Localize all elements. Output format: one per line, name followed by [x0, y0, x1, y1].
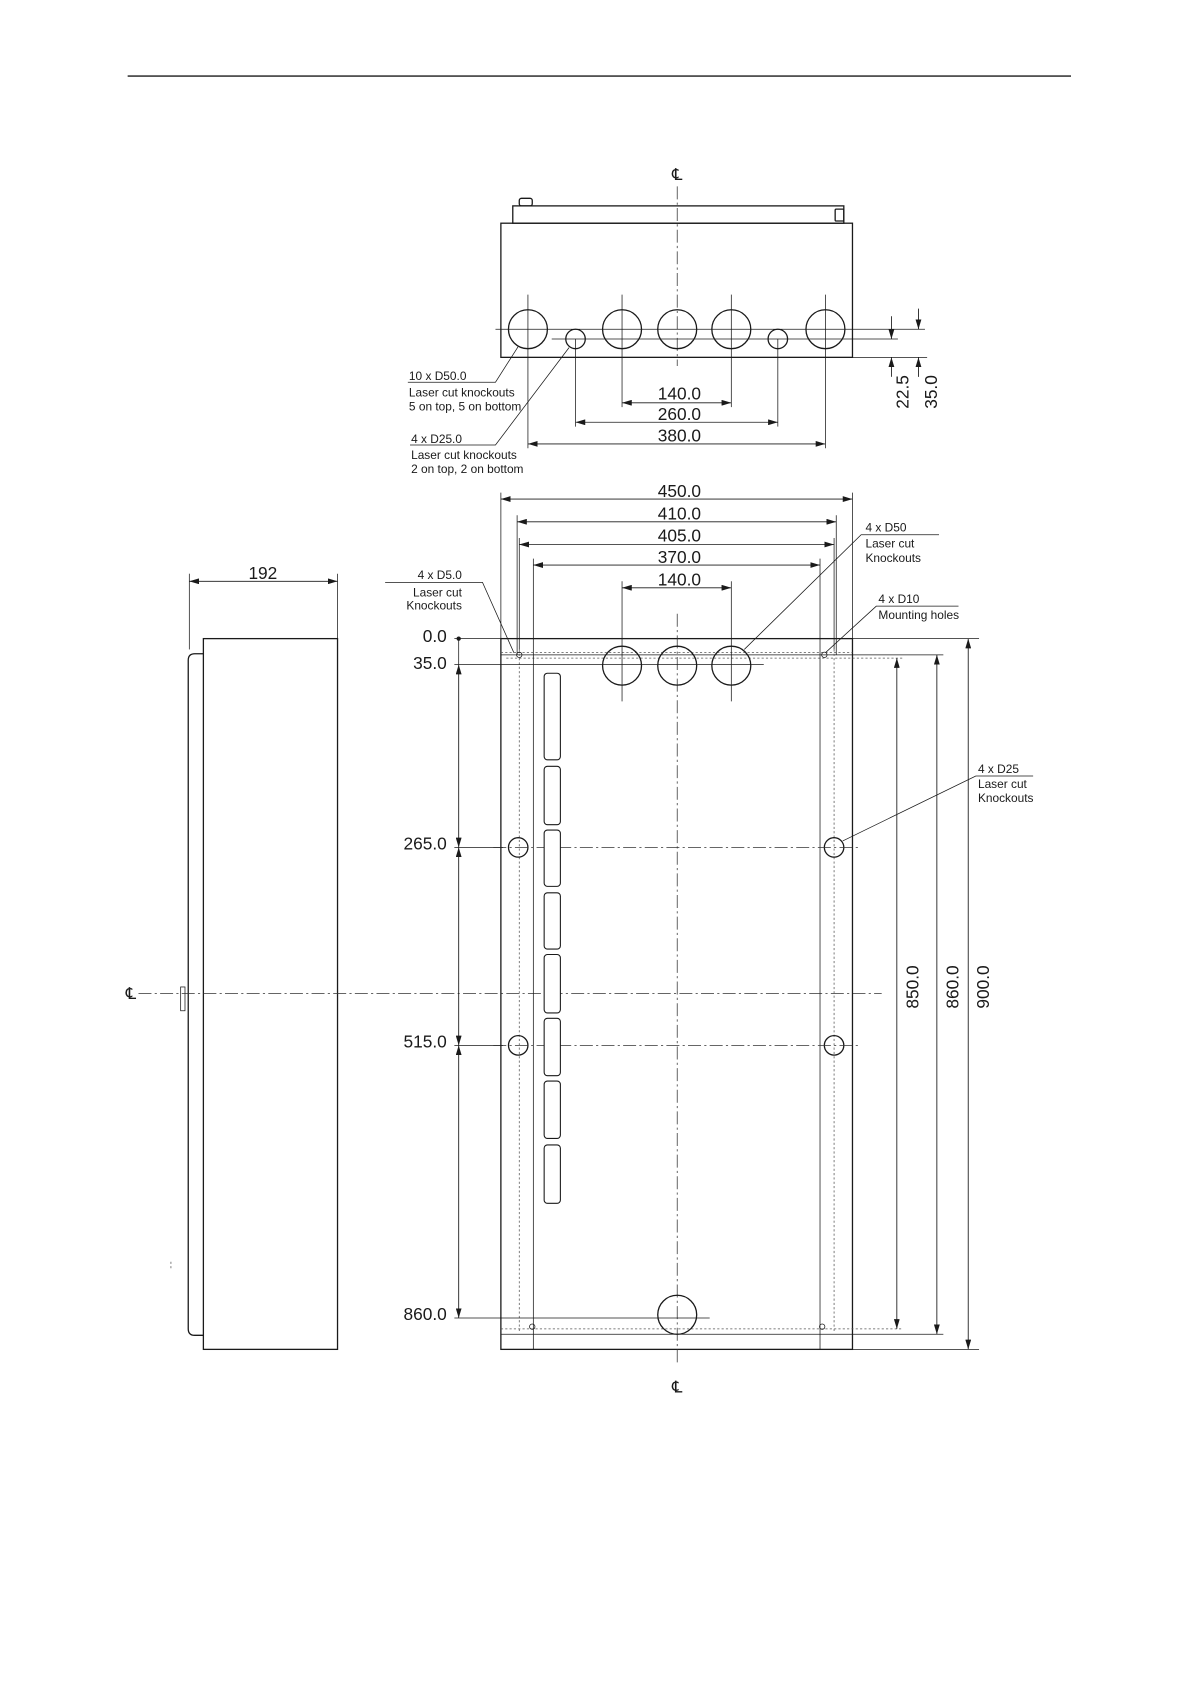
dimension-label-850: 850.0 [902, 965, 922, 1008]
door-side-profile [187, 653, 204, 1336]
centerline-symbol-top: ℄ [671, 165, 683, 184]
ordinate-label-860: 860.0 [403, 1304, 446, 1324]
enclosure-front-body [500, 637, 854, 1351]
knockout-d50-bottom [657, 1294, 698, 1335]
dimension-label-35: 35.0 [921, 375, 941, 409]
ordinate-label-0: 0.0 [423, 626, 447, 646]
lid-top [512, 205, 845, 224]
ordinate-label-35: 35.0 [413, 653, 447, 673]
callout-title: 10 x D50.0 [409, 369, 467, 383]
knockout-d50 [657, 645, 698, 686]
leader-line [410, 347, 570, 446]
dimension-label-405: 405.0 [658, 525, 701, 545]
knockout-d50 [657, 309, 698, 350]
rail-slots [543, 672, 561, 1204]
callout-title: 4 x D50 [865, 521, 906, 535]
rail-slot [543, 1017, 561, 1077]
centerline-symbol-bottom: ℄ [671, 1378, 683, 1397]
dimension-label-450: 450.0 [658, 481, 701, 501]
top-view: ℄ 140.0 260.0 380.0 22.5 35.0 [407, 165, 941, 476]
leader-line [842, 775, 1034, 842]
callout-text: Knockouts [406, 598, 462, 612]
dimension-label-860: 860.0 [942, 965, 962, 1008]
callout-d10-mounting-holes: 4 x D10 Mounting holes [825, 592, 959, 653]
callout-text: Laser cut [978, 777, 1028, 791]
dimension-label-410: 410.0 [658, 504, 701, 524]
leader-line [407, 346, 519, 383]
mounting-hole-d10 [529, 1323, 536, 1330]
centerline-symbol-left: ℄ [125, 984, 137, 1003]
dimension-label-900: 900.0 [973, 965, 993, 1008]
callout-title: 4 x D25 [978, 762, 1019, 776]
dimension-label-depth: 192 [248, 563, 277, 583]
rail-slot [543, 1080, 561, 1139]
callout-text: Laser cut [413, 585, 463, 599]
front-view: ℄ 450.0 410.0 405.0 370.0 140.0 [385, 481, 1034, 1397]
dimension-label-22-5: 22.5 [893, 375, 913, 409]
dimension-label-380: 380.0 [658, 426, 701, 446]
callout-d50-knockouts: 4 x D50 Laser cut Knockouts [744, 521, 940, 650]
rail-slot [543, 829, 561, 887]
lid-knob-left [518, 197, 533, 207]
callout-text: 5 on top, 5 on bottom [409, 399, 521, 413]
ordinate-label-265: 265.0 [403, 834, 446, 854]
enclosure-side-body [202, 637, 339, 1351]
knockout-d50 [601, 645, 643, 686]
rail-slot [543, 672, 561, 761]
door-latch [180, 986, 186, 1012]
callout-text: 2 on top, 2 on bottom [411, 462, 523, 476]
lid-latch-right [834, 208, 845, 222]
callout-title: 4 x D10 [878, 592, 919, 606]
rail-slot [543, 892, 561, 950]
dimension-label-260: 260.0 [658, 404, 701, 424]
callout-text: Knockouts [865, 551, 921, 565]
ordinate-label-515: 515.0 [403, 1032, 446, 1052]
leader-line [385, 581, 515, 653]
callout-title: 4 x D25.0 [411, 432, 462, 446]
callout-d25-knockouts: 4 x D25 Laser cut Knockouts [842, 762, 1034, 842]
mounting-hole-d10 [516, 651, 523, 658]
rail-slot [543, 953, 561, 1014]
mounting-hole-d10 [821, 651, 828, 658]
leader-line [744, 534, 940, 650]
dimension-label-140: 140.0 [658, 570, 701, 590]
callout-d50-knockouts: 10 x D50.0 Laser cut knockouts 5 on top,… [407, 346, 521, 413]
enclosure-end-face [500, 222, 854, 358]
callout-text: Laser cut knockouts [411, 448, 517, 462]
callout-text: Laser cut knockouts [409, 385, 515, 399]
leader-line [825, 605, 959, 653]
side-view: 192 [170, 563, 339, 1351]
callout-text: Laser cut [865, 537, 915, 551]
callout-text: Mounting holes [878, 608, 959, 622]
rail-slot [543, 1144, 561, 1204]
callout-text: Knockouts [978, 791, 1034, 805]
callout-d25-knockouts: 4 x D25.0 Laser cut knockouts 2 on top, … [410, 347, 570, 476]
callout-d5-knockouts: 4 x D5.0 Laser cut Knockouts [385, 568, 515, 653]
dimension-label-370: 370.0 [658, 547, 701, 567]
rail-slot [543, 765, 561, 826]
dimension-label-140: 140.0 [658, 384, 701, 404]
mounting-hole-d10 [819, 1323, 826, 1330]
knockout-d50 [711, 645, 752, 686]
callout-title: 4 x D5.0 [418, 568, 463, 582]
